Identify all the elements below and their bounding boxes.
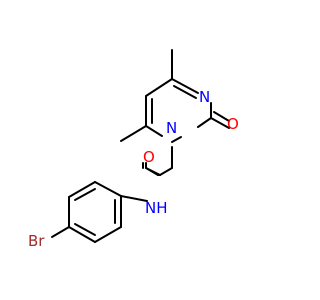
bond [74, 223, 96, 236]
bromine-label: Br [28, 232, 45, 250]
bond [173, 85, 197, 99]
bond [68, 181, 96, 198]
bond [145, 125, 163, 137]
bond-skeleton [51, 49, 230, 243]
bond [145, 78, 173, 97]
bond [120, 125, 147, 142]
bond [145, 167, 159, 176]
bond [171, 136, 182, 143]
bond [159, 167, 173, 176]
bond [197, 117, 212, 128]
ring-nitrogen-substituted-label: N [166, 119, 178, 137]
bond [94, 181, 122, 197]
bond [51, 226, 70, 238]
bond [94, 226, 122, 243]
bond [120, 195, 148, 202]
ring-nitrogen-label: N [199, 88, 211, 106]
bond [171, 78, 199, 94]
bond [74, 188, 96, 201]
bond [213, 111, 230, 122]
molecule-diagram: N N O O NH Br [28, 49, 239, 250]
ring-carbonyl-oxygen-label: O [227, 115, 239, 133]
bond [210, 117, 230, 129]
amide-oxygen-label: O [143, 148, 155, 166]
bond [68, 226, 96, 243]
amide-nh-label: NH [145, 199, 168, 217]
